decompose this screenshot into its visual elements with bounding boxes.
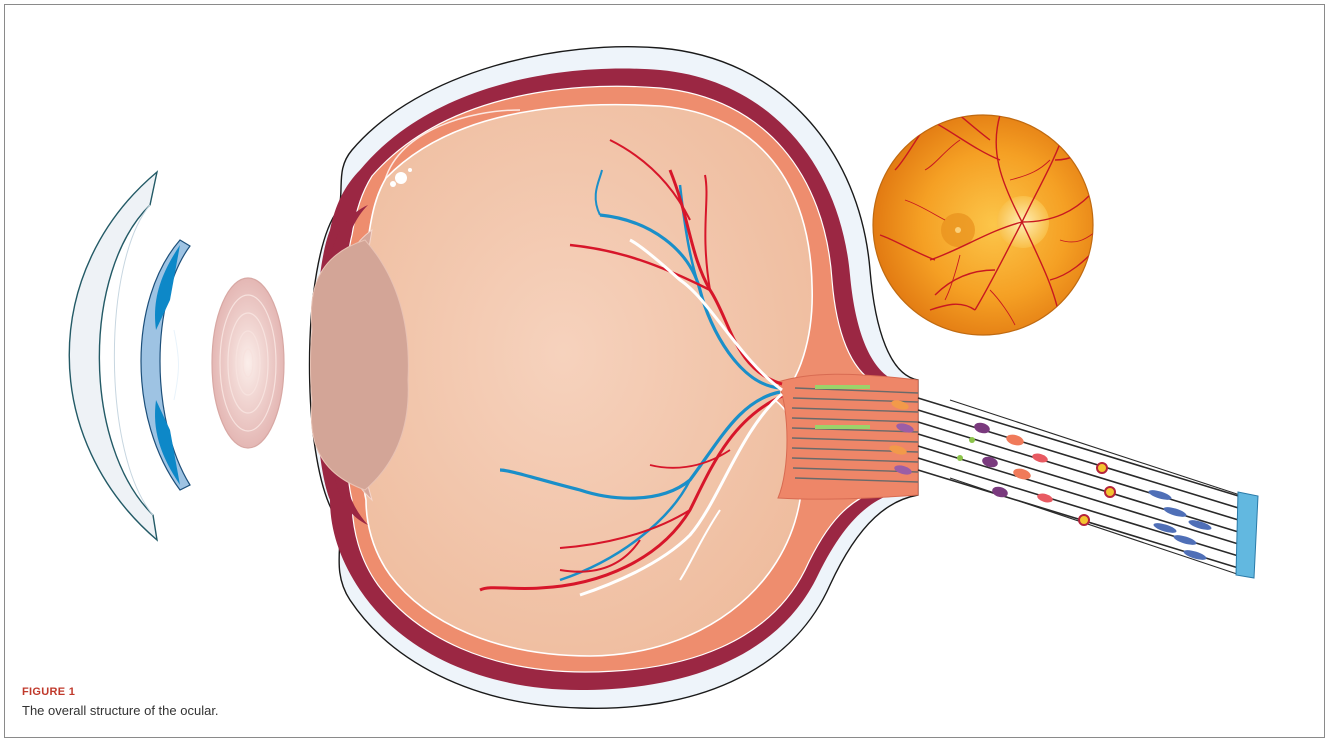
crystalline-lens-icon xyxy=(212,278,284,448)
eyeball-cross-section-icon xyxy=(310,47,919,709)
retinal-neuron-layers-icon xyxy=(888,398,1258,578)
figure-caption: The overall structure of the ocular. xyxy=(22,703,219,718)
fundus-photo-icon xyxy=(873,90,1095,335)
figure-label: FIGURE 1 xyxy=(22,686,75,698)
cornea-icon xyxy=(141,240,190,490)
